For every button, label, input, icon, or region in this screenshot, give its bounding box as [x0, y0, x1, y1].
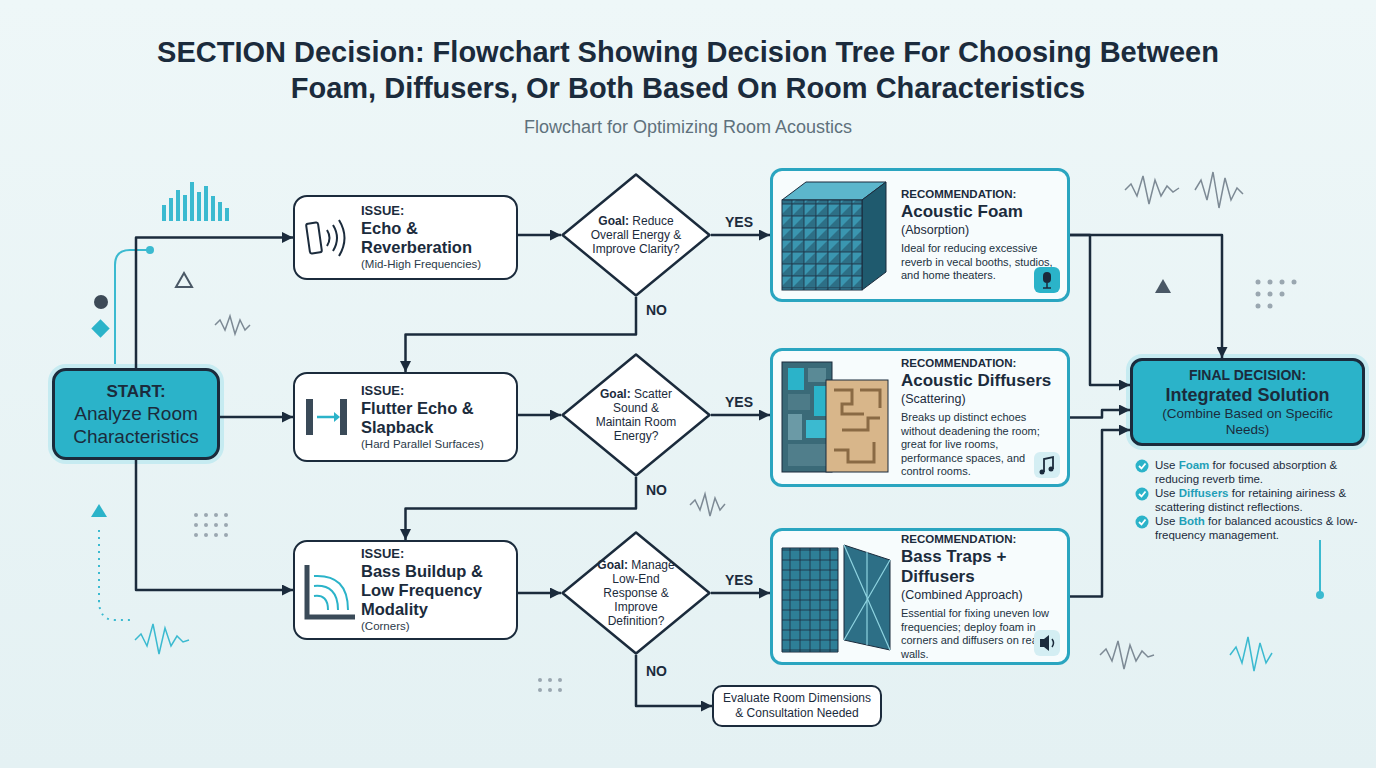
- decor-triangle: [91, 504, 107, 517]
- recommendation-box: RECOMMENDATION:Bass Traps + Diffusers(Co…: [770, 528, 1070, 665]
- flow-connector: [220, 416, 293, 419]
- diamond-shape: [563, 175, 710, 296]
- node-text: Ideal for reducing excessive reverb in v…: [901, 242, 1057, 283]
- edge-label: NO: [646, 482, 667, 498]
- diamond-shape: [563, 533, 710, 654]
- node-text: (Corners): [361, 619, 508, 634]
- node-text: Bass Traps + Diffusers: [901, 547, 1057, 587]
- flow-connector: [1070, 235, 1130, 385]
- decor-circle: [94, 295, 108, 309]
- diagram-caption: Flowchart for Optimizing Room Acoustics: [288, 117, 1088, 138]
- recommendation-box: RECOMMENDATION:Acoustic Diffusers(Scatte…: [770, 348, 1070, 487]
- node-text: Flutter Echo & Slapback: [361, 399, 508, 437]
- issue-box: ISSUE:Flutter Echo & Slapback(Hard Paral…: [293, 372, 518, 462]
- node-text: Acoustic Foam: [901, 202, 1057, 222]
- node-text: (Absorption): [901, 222, 1057, 238]
- terminal-box: Evaluate Room Dimensions & Consultation …: [712, 685, 882, 727]
- decor-line: [99, 530, 130, 620]
- node-text: RECOMMENDATION:: [901, 356, 1057, 371]
- edge-label: YES: [725, 394, 753, 410]
- edge-label: NO: [646, 302, 667, 318]
- node-text: (Mid-High Frequencies): [361, 257, 508, 272]
- issue-box: ISSUE:Echo & Reverberation(Mid-High Freq…: [293, 195, 518, 280]
- start-box: START:Analyze Room Characteristics: [52, 368, 220, 460]
- recommendation-box: RECOMMENDATION:Acoustic Foam(Absorption)…: [770, 168, 1070, 302]
- flow-connector: [711, 592, 770, 595]
- flow-connector: [518, 414, 561, 417]
- decor-triangle: [176, 273, 192, 287]
- issue-box: ISSUE:Bass Buildup & Low Frequency Modal…: [293, 540, 518, 640]
- decor-dot: [146, 246, 154, 254]
- node-text: Breaks up distinct echoes without deaden…: [901, 411, 1057, 479]
- node-text: ISSUE:: [361, 383, 508, 399]
- waveform-bars: [162, 182, 229, 221]
- decision-diamond: Goal: Reduce Overall Energy & Improve Cl…: [561, 173, 711, 297]
- flow-connector: [711, 234, 770, 237]
- emphasis-word: Both: [1179, 515, 1205, 527]
- node-text: Acoustic Diffusers: [901, 371, 1057, 391]
- node-text: Goal: Manage Low-End Response & Improve …: [589, 558, 683, 628]
- flow-connector: [136, 238, 293, 369]
- decor-diamond: [91, 319, 109, 337]
- flow-connector: [518, 234, 561, 237]
- checklist-item: Use Both for balanced acoustics & low-fr…: [1155, 515, 1367, 542]
- edge-label: NO: [646, 663, 667, 679]
- edge-label: YES: [725, 572, 753, 588]
- flow-connector: [711, 414, 770, 417]
- emphasis-word: Goal:: [597, 558, 628, 572]
- decor-dot: [1316, 591, 1324, 599]
- node-text: (Combined Approach): [901, 587, 1057, 603]
- node-text: (Hard Parallel Surfaces): [361, 437, 508, 452]
- node-text: (Scattering): [901, 391, 1057, 407]
- decor-line: [1319, 540, 1321, 592]
- diagram-title: SECTION Decision: Flowchart Showing Deci…: [118, 34, 1258, 106]
- decor-line: [115, 250, 150, 370]
- checklist-item: Use Diffusers for retaining airiness & s…: [1155, 487, 1367, 514]
- flow-connector: [518, 592, 561, 595]
- node-text: Analyze Room Characteristics: [65, 402, 207, 448]
- flow-connector: [636, 655, 712, 706]
- node-text: Essential for fixing uneven low frequenc…: [901, 607, 1057, 661]
- decision-diamond: Goal: Scatter Sound & Maintain Room Ener…: [561, 353, 711, 477]
- final-decision-box: FINAL DECISION:Integrated Solution(Combi…: [1130, 358, 1365, 446]
- emphasis-word: Goal:: [600, 387, 631, 401]
- flow-connector: [406, 477, 637, 540]
- emphasis-word: Goal:: [598, 214, 629, 228]
- decor-triangle: [1155, 279, 1171, 293]
- node-text: ISSUE:: [361, 546, 508, 562]
- decor-waveform: [215, 172, 1243, 669]
- node-text: Echo & Reverberation: [361, 219, 508, 257]
- node-text: (Combine Based on Specific Needs): [1141, 406, 1354, 438]
- node-text: RECOMMENDATION:: [901, 532, 1057, 547]
- decision-diamond: Goal: Manage Low-End Response & Improve …: [561, 531, 711, 655]
- decor-dots: [194, 280, 1297, 693]
- check-icons: [1136, 460, 1149, 529]
- node-text: Goal: Reduce Overall Energy & Improve Cl…: [589, 214, 683, 256]
- emphasis-word: Diffusers: [1179, 487, 1229, 499]
- flow-connector: [1070, 430, 1130, 597]
- node-text: Integrated Solution: [1141, 384, 1354, 406]
- node-text: START:: [65, 381, 207, 402]
- flow-connector: [406, 297, 637, 372]
- flow-connector: [1070, 410, 1130, 418]
- edge-label: YES: [725, 214, 753, 230]
- flow-connector: [136, 460, 293, 590]
- checklist-item: Use Foam for focused absorption & reduci…: [1155, 459, 1367, 486]
- diamond-shape: [563, 355, 710, 476]
- flow-connector: [1070, 235, 1222, 358]
- node-text: Goal: Scatter Sound & Maintain Room Ener…: [589, 387, 683, 443]
- emphasis-word: Foam: [1179, 459, 1210, 471]
- node-text: FINAL DECISION:: [1141, 367, 1354, 384]
- node-text: Bass Buildup & Low Frequency Modality: [361, 562, 508, 619]
- node-text: Evaluate Room Dimensions & Consultation …: [722, 691, 872, 721]
- node-text: ISSUE:: [361, 203, 508, 219]
- node-text: RECOMMENDATION:: [901, 187, 1057, 202]
